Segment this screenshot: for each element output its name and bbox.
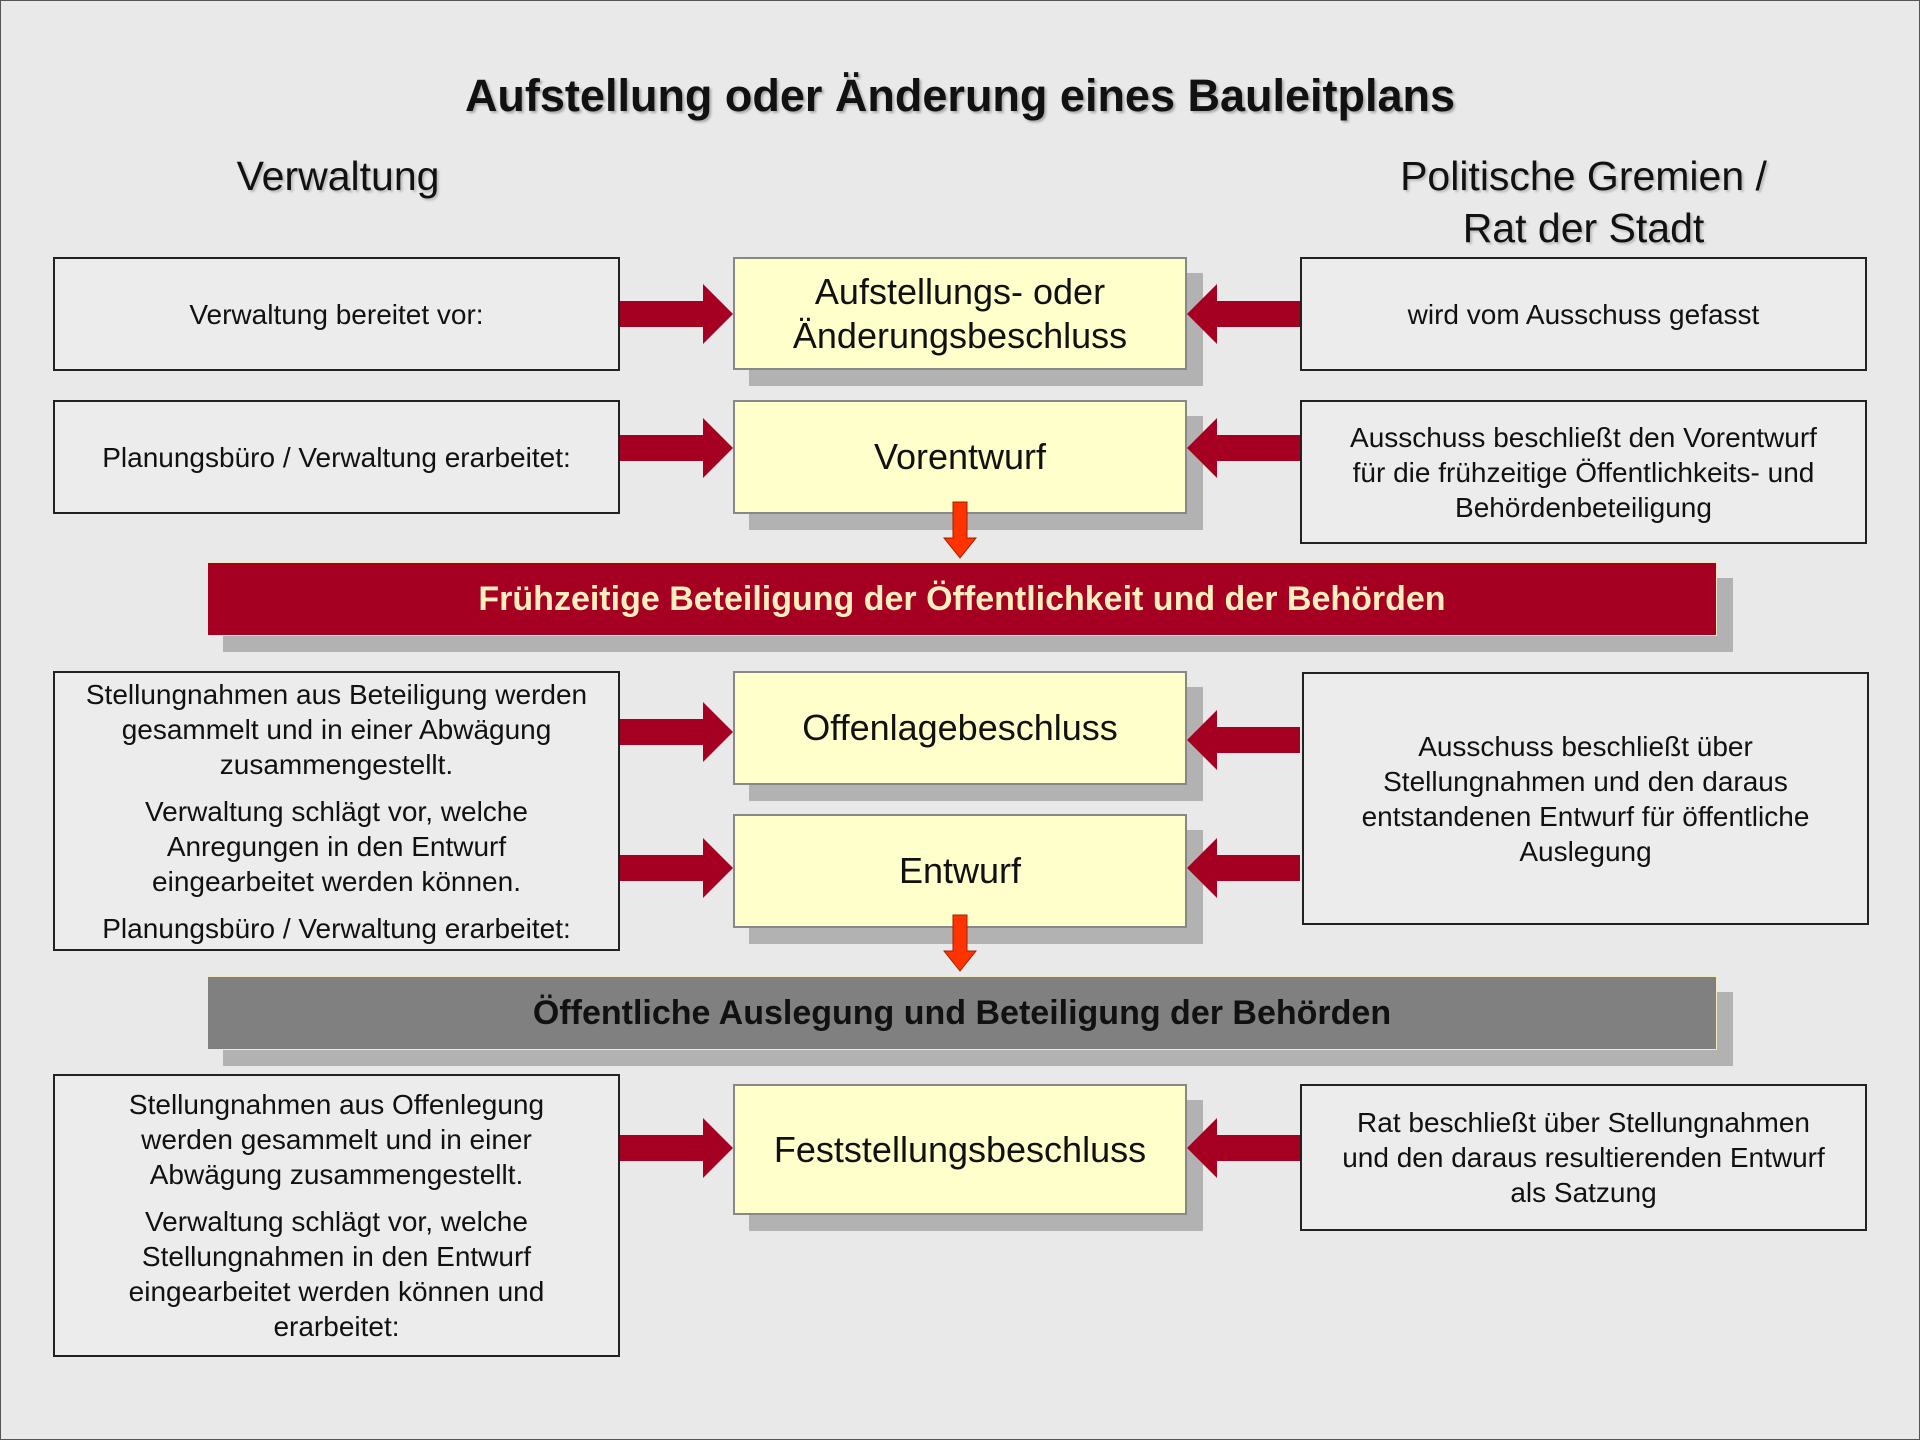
center-text: Offenlagebeschluss <box>802 707 1118 748</box>
right-box-1: wird vom Ausschuss gefasst <box>1300 257 1867 371</box>
left-box-3: Stellungnahmen aus Beteiligung werden ge… <box>53 671 620 951</box>
right-text: Ausschuss beschließt den Vorentwurf für … <box>1350 421 1817 523</box>
left-text: Stellungnahmen aus Offenlegung werden ge… <box>128 1089 545 1190</box>
column-header-line: Rat der Stadt <box>1462 205 1705 251</box>
left-box-1: Verwaltung bereitet vor: <box>53 257 620 371</box>
band-text: Öffentliche Auslegung und Beteiligung de… <box>532 993 1392 1032</box>
band-text: Frühzeitige Beteiligung der Öffentlichke… <box>478 579 1446 618</box>
arrow-down-icon <box>942 914 978 972</box>
left-text: Planungsbüro / Verwaltung erarbeitet: <box>102 912 571 944</box>
arrow-right-icon <box>620 1118 733 1178</box>
band-oeffentliche-auslegung: Öffentliche Auslegung und Beteiligung de… <box>207 976 1717 1050</box>
page-title: Aufstellung oder Änderung eines Bauleitp… <box>464 70 1456 121</box>
center-box-vorentwurf: Vorentwurf <box>733 400 1187 514</box>
left-text: Stellungnahmen aus Beteiligung werden ge… <box>85 678 588 780</box>
arrow-right-icon <box>620 418 733 478</box>
right-box-4: Rat beschließt über Stellungnahmen und d… <box>1300 1084 1867 1231</box>
right-box-3: Ausschuss beschließt über Stellungnahmen… <box>1302 672 1869 925</box>
arrow-down-icon <box>942 501 978 559</box>
arrow-right-icon <box>620 838 733 898</box>
left-text: Planungsbüro / Verwaltung erarbeitet: <box>102 441 571 473</box>
arrow-right-icon <box>620 284 733 344</box>
left-text: Verwaltung schlägt vor, welche Stellungn… <box>128 1206 545 1342</box>
center-text: Entwurf <box>898 850 1022 891</box>
arrow-left-icon <box>1187 838 1300 898</box>
right-text: Rat beschließt über Stellungnahmen und d… <box>1342 1107 1825 1208</box>
right-box-2: Ausschuss beschließt den Vorentwurf für … <box>1300 400 1867 544</box>
center-text: Feststellungsbeschluss <box>773 1128 1147 1170</box>
right-text: wird vom Ausschuss gefasst <box>1407 298 1760 330</box>
left-box-2: Planungsbüro / Verwaltung erarbeitet: <box>53 400 620 514</box>
left-text: Verwaltung schlägt vor, welche Anregunge… <box>145 795 528 897</box>
center-box-entwurf: Entwurf <box>733 814 1187 928</box>
center-text: Vorentwurf <box>873 436 1047 477</box>
arrow-right-icon <box>620 702 733 762</box>
arrow-left-icon <box>1187 710 1300 770</box>
column-header-line: Politische Gremien / <box>1400 153 1767 199</box>
left-text: Verwaltung bereitet vor: <box>189 298 484 330</box>
column-header-verwaltung: Verwaltung <box>236 153 440 199</box>
arrow-left-icon <box>1187 1118 1300 1178</box>
center-box-offenlagebeschluss: Offenlagebeschluss <box>733 671 1187 785</box>
center-text: Änderungsbeschluss <box>792 314 1128 356</box>
column-header-gremien: Politische Gremien / Rat der Stadt <box>1300 150 1867 254</box>
arrow-left-icon <box>1187 418 1300 478</box>
center-box-feststellungsbeschluss: Feststellungsbeschluss <box>733 1084 1187 1215</box>
left-box-4: Stellungnahmen aus Offenlegung werden ge… <box>53 1074 620 1357</box>
center-text: Aufstellungs- oder <box>814 270 1106 312</box>
band-fruehzeitige-beteiligung: Frühzeitige Beteiligung der Öffentlichke… <box>207 562 1717 636</box>
arrow-left-icon <box>1187 284 1300 344</box>
right-text: Ausschuss beschließt über Stellungnahmen… <box>1361 730 1810 867</box>
